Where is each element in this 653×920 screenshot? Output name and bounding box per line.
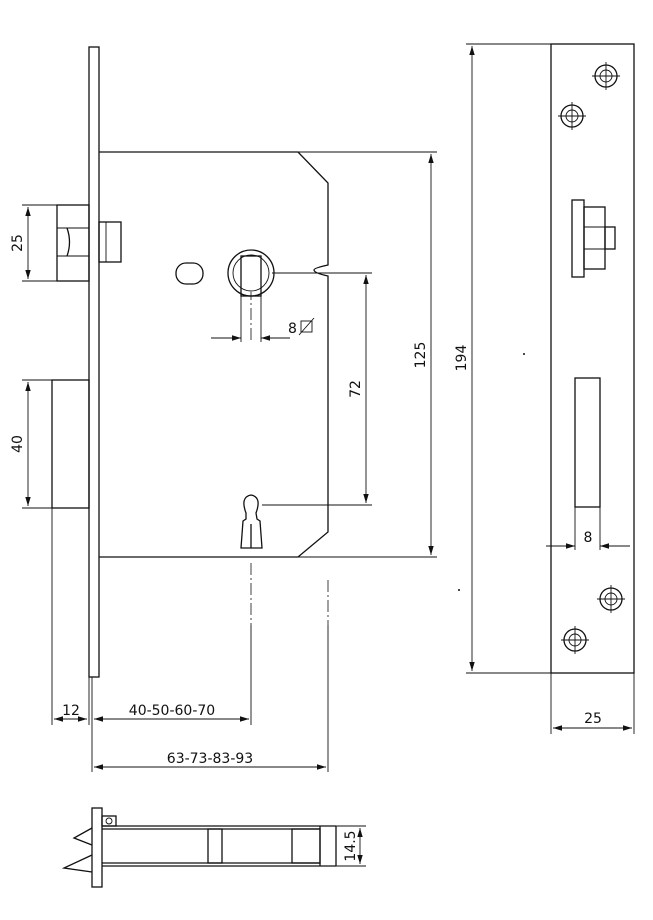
screw-hole-icon (558, 102, 586, 130)
latch-profile (72, 827, 93, 846)
lock-case (99, 151, 329, 558)
dim-spindle-square: 8 (288, 321, 297, 337)
front-view (51, 46, 329, 678)
screw-hole-icon (592, 62, 620, 90)
dim-case-height: 125 (413, 342, 429, 369)
screw-hole-icon (597, 585, 625, 613)
forend-plate (88, 46, 100, 678)
dim-forend-width: 25 (584, 711, 602, 727)
dim-spindle-to-key: 72 (348, 380, 364, 398)
forend-plate-section (91, 807, 103, 888)
forend-face-dimensions: 194 8 25 (454, 43, 635, 734)
dim-bolt-width: 8 (584, 530, 593, 546)
spindle-follower (227, 249, 275, 297)
keyhole (240, 494, 263, 549)
dead-bolt (51, 379, 90, 509)
slot-hole (175, 262, 204, 285)
dim-case-depth: 63-73-83-93 (167, 751, 253, 767)
bolt-slot (574, 377, 601, 508)
dim-forend-length: 194 (454, 345, 470, 372)
screw-hole-icon (561, 626, 589, 654)
front-view-dimensions: 25 40 8 72 125 12 40-50- (10, 151, 437, 772)
dim-forend-thickness: 12 (62, 703, 80, 719)
latch-bolt (56, 204, 122, 282)
dim-case-thickness: 14.5 (343, 830, 359, 861)
latch-opening (571, 199, 616, 278)
forend-face (550, 43, 635, 674)
dim-latch-height: 25 (10, 234, 26, 252)
dim-backset: 40-50-60-70 (129, 703, 215, 719)
square-symbol (300, 320, 313, 333)
dim-bolt-height: 40 (10, 435, 26, 453)
bottom-view (61, 807, 337, 888)
forend-face-view (458, 43, 635, 674)
bottom-view-dimensions: 14.5 (336, 825, 366, 867)
